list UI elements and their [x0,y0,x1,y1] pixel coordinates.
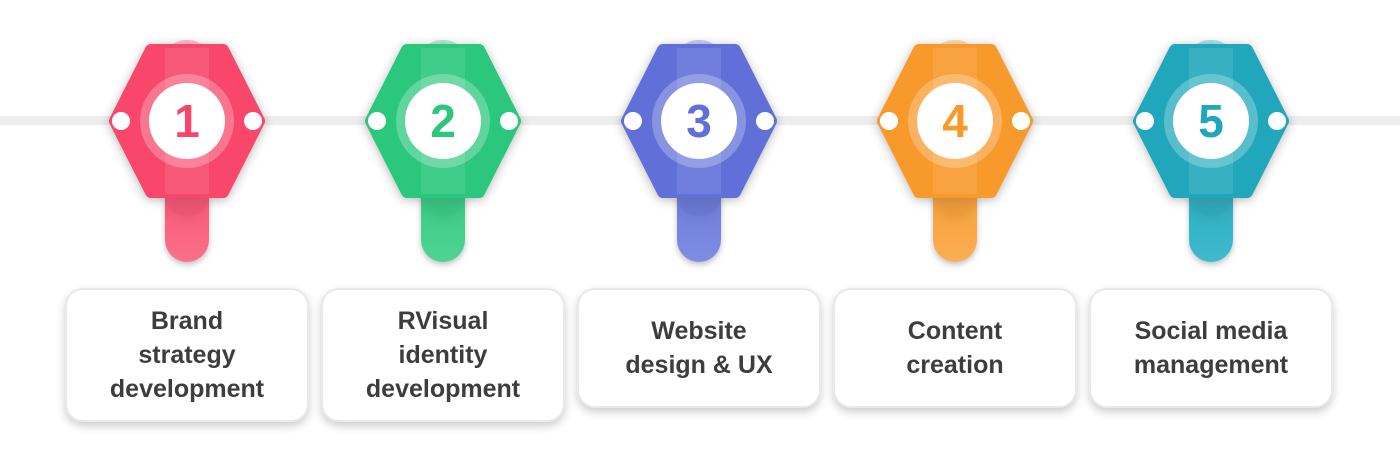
step-1-label: Brand strategy development [109,307,265,403]
step-2-label: RVisual identity development [365,307,521,403]
step-5-label: Social media management [1133,317,1289,379]
step-2: 2 RVisual identity development [315,0,571,464]
step-3-number: 3 [686,95,712,147]
step-1-badge-icon [109,40,265,216]
step-5: 5 Social media management [1083,0,1339,464]
step-5-number: 5 [1198,95,1224,147]
step-3: 3 Website design & UX [571,0,827,464]
step-1-card: Brand strategy development [65,288,309,422]
step-5-card: Social media management [1089,288,1333,408]
step-3-card: Website design & UX [577,288,821,408]
step-2-number: 2 [430,95,456,147]
step-4-card: Content creation [833,288,1077,408]
step-3-label: Website design & UX [625,317,773,379]
step-5-badge-icon [1133,40,1289,216]
step-1-number: 1 [174,95,200,147]
step-3-badge-icon [621,40,777,216]
step-4-label: Content creation [906,317,1004,379]
step-1: 1 Brand strategy development [59,0,315,464]
step-4-number: 4 [942,95,968,147]
step-4-badge-icon [877,40,1033,216]
step-2-card: RVisual identity development [321,288,565,422]
step-4: 4 Content creation [827,0,1083,464]
step-2-badge-icon [365,40,521,216]
